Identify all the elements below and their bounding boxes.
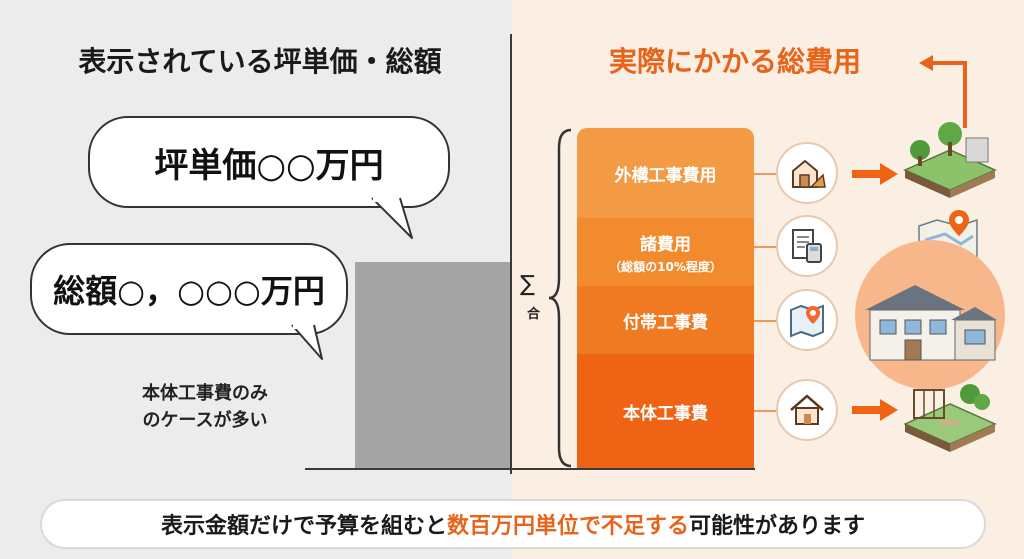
- unit-price-bubble: 坪単価○○万円: [88, 116, 450, 208]
- total-cost-stack: 外構工事費用 諸費用 （総額の10%程度） 付帯工事費 本体工事費: [577, 128, 754, 468]
- return-arrow-icon: [919, 55, 967, 128]
- connector-line: [754, 320, 776, 322]
- garden-exterior-illustration: [903, 122, 997, 198]
- landscaped-garden-illustration: [903, 384, 997, 452]
- warning-text-highlight: 数百万円単位で不足する: [446, 514, 689, 539]
- sigma-subscript: 合: [527, 307, 541, 322]
- segment-label: 付帯工事費: [623, 312, 708, 333]
- unit-price-text: 坪単価○○万円: [154, 145, 384, 186]
- bubble-tail: [291, 323, 323, 360]
- sigma-symbol: ∑: [520, 272, 535, 297]
- document-calculator-icon: [776, 215, 838, 277]
- left-title: 表示されている坪単価・総額: [78, 45, 442, 78]
- segment-main: 本体工事費: [577, 354, 754, 468]
- segment-sublabel: （総額の10%程度）: [609, 259, 722, 274]
- warning-text-post: 可能性があります: [689, 514, 866, 539]
- connector-line: [754, 173, 776, 175]
- total-price-text: 総額○，○○○万円: [53, 272, 325, 310]
- warning-text-pre: 表示金額だけで予算を組むと: [160, 514, 447, 539]
- center-divider: [510, 34, 512, 474]
- warning-message: 表示金額だけで予算を組むと 数百万円単位で不足する 可能性があります: [40, 499, 986, 549]
- note-line: 本体工事費のみ: [142, 383, 268, 404]
- brace-icon: [548, 128, 572, 468]
- segment-label: 諸費用: [640, 234, 691, 255]
- segment-incidental: 付帯工事費: [577, 286, 754, 354]
- right-title: 実際にかかる総費用: [608, 45, 861, 78]
- house-icon: [776, 379, 838, 441]
- map-pin-icon: [776, 289, 838, 351]
- arrow-right-icon: [852, 399, 898, 421]
- connector-line: [754, 246, 776, 248]
- baseline: [305, 468, 755, 470]
- segment-misc: 諸費用 （総額の10%程度）: [577, 218, 754, 286]
- exterior-construction-icon: [776, 142, 838, 204]
- note-line: のケースが多い: [142, 410, 268, 431]
- bubble-tail: [371, 196, 413, 239]
- house-illustration: [865, 285, 997, 361]
- displayed-price-bar: [355, 262, 510, 469]
- total-price-bubble: 総額○，○○○万円: [30, 243, 348, 335]
- note-text: 本体工事費のみ のケースが多い: [90, 380, 320, 434]
- segment-exterior: 外構工事費用: [577, 128, 754, 218]
- segment-label: 外構工事費用: [614, 165, 717, 186]
- segment-label: 本体工事費: [623, 403, 708, 424]
- arrow-right-icon: [852, 163, 898, 185]
- connector-line: [754, 410, 776, 412]
